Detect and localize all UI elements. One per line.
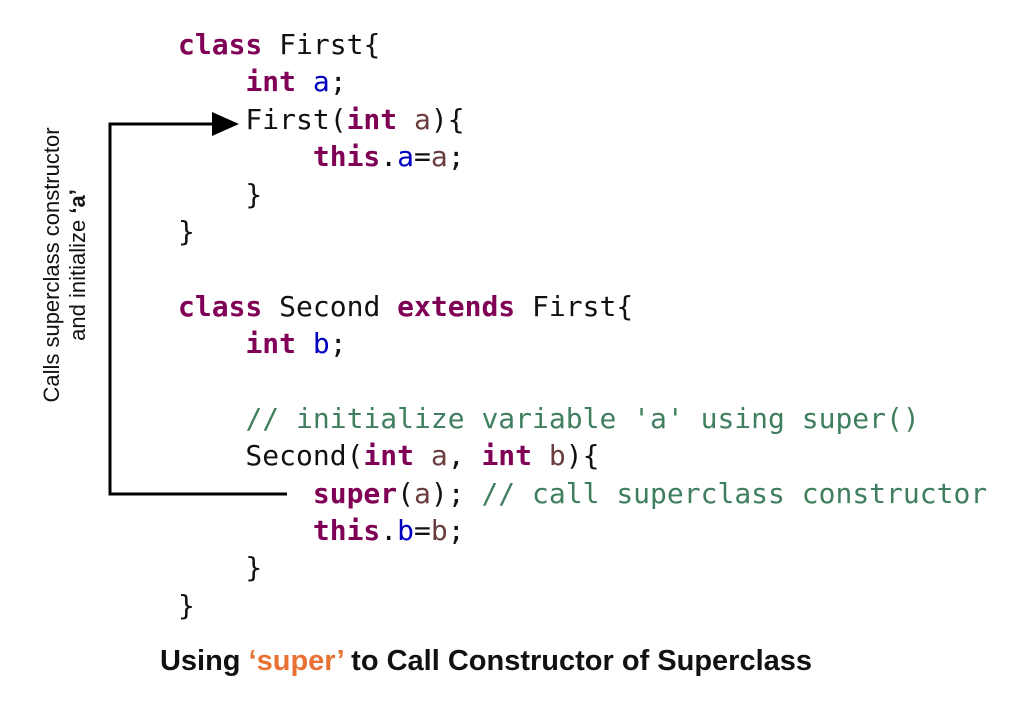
code-token: } (178, 551, 263, 585)
code-token: extends (397, 289, 516, 323)
code-token: this (312, 514, 381, 548)
code-token (178, 65, 245, 98)
code-line: this.a=a; (178, 138, 987, 175)
title-highlight: ‘super’ (248, 645, 344, 677)
code-token: int (346, 102, 398, 136)
code-token: int (245, 65, 297, 99)
code-line: } (178, 587, 987, 624)
code-token: = (414, 140, 431, 174)
code-token: a (414, 102, 431, 136)
arrow-annotation: Calls superclass constructor and initial… (39, 127, 91, 402)
code-token: int (245, 327, 297, 361)
code-token: First( (178, 102, 347, 136)
code-token: } (178, 214, 195, 248)
code-token: . (380, 140, 398, 174)
code-token (296, 65, 313, 98)
title-after: to Call Constructor of Superclass (343, 645, 813, 677)
code-line: this.b=b; (178, 512, 987, 549)
code-line: super(a); // call superclass constructor (178, 475, 987, 512)
annotation-line-1: Calls superclass constructor (39, 127, 64, 403)
code-line: First(int a){ (178, 101, 987, 138)
code-block: class First{ int a; First(int a){ this.a… (178, 26, 987, 624)
code-token: } (178, 588, 195, 622)
code-line: int b; (178, 325, 987, 362)
code-line: // initialize variable 'a' using super() (178, 400, 987, 437)
code-token: ( (397, 476, 415, 510)
code-token (397, 103, 414, 136)
code-token: , (447, 439, 482, 473)
code-token: Second( (178, 439, 364, 473)
code-token: b (548, 439, 566, 473)
title-before: Using (159, 645, 249, 677)
code-token: a (430, 439, 448, 473)
code-token: class (178, 28, 263, 61)
code-token (178, 140, 313, 173)
code-token: ; (329, 327, 347, 361)
code-token: b (397, 514, 415, 548)
code-token (532, 439, 549, 472)
code-token (178, 477, 313, 510)
arrow-connector (108, 112, 287, 496)
code-token: b (430, 514, 448, 548)
code-line (178, 363, 987, 400)
code-token: ){ (430, 102, 465, 136)
code-token: super (312, 476, 398, 510)
code-token: // initialize variable 'a' using super() (245, 401, 920, 435)
code-line: } (178, 213, 987, 250)
code-token: ); (430, 476, 482, 510)
code-token: = (414, 514, 431, 548)
diagram-title: Using ‘super’ to Call Constructor of Sup… (0, 645, 972, 678)
code-line: } (178, 176, 987, 213)
code-token: a (414, 476, 431, 510)
code-token: ; (447, 514, 465, 548)
code-token: } (178, 177, 263, 211)
code-token: int (363, 439, 415, 473)
code-token: First{ (515, 289, 634, 323)
code-token: // call superclass constructor (481, 476, 988, 510)
code-token: this (312, 140, 381, 174)
code-token: ; (447, 140, 465, 174)
annotation-text: and initialize (65, 213, 90, 341)
code-token (296, 327, 313, 360)
annotation-line-2: and initialize ‘a’ (65, 127, 91, 402)
code-token (178, 514, 313, 547)
code-token: . (380, 514, 398, 548)
code-token: Second (262, 289, 398, 323)
code-line: class First{ (178, 26, 987, 63)
code-line: } (178, 549, 987, 586)
code-token: First{ (262, 28, 381, 61)
code-line: int a; (178, 63, 987, 100)
code-token (414, 439, 431, 472)
code-token: int (481, 439, 533, 473)
code-token (178, 327, 245, 360)
code-line: class Second extends First{ (178, 288, 987, 325)
code-token (178, 402, 245, 435)
code-line (178, 250, 987, 287)
code-token: b (312, 327, 330, 361)
code-token: a (312, 65, 330, 99)
code-token: a (397, 140, 415, 174)
annotation-bold: ‘a’ (65, 189, 90, 214)
code-token: a (430, 140, 448, 174)
code-token: ; (329, 65, 347, 99)
code-token: class (178, 289, 263, 323)
code-token: ){ (565, 439, 600, 473)
code-line: Second(int a, int b){ (178, 437, 987, 474)
